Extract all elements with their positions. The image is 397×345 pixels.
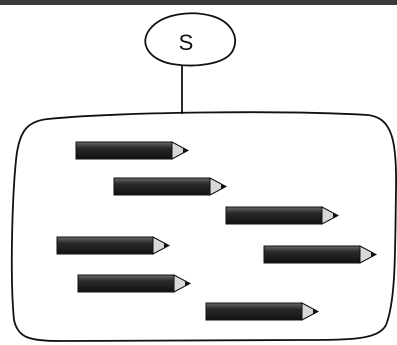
pencil-6	[78, 275, 190, 292]
pencil-body	[76, 142, 172, 159]
set-container	[12, 112, 396, 341]
pencil-1	[76, 142, 188, 159]
pencil-lead	[371, 252, 376, 258]
pencil-group	[57, 142, 376, 320]
pencil-lead	[183, 148, 188, 154]
set-label: S	[179, 30, 194, 55]
pencil-body	[78, 275, 174, 292]
pencil-body	[226, 207, 322, 224]
pencil-7	[206, 303, 318, 320]
pencil-2	[114, 178, 226, 195]
pencil-lead	[333, 213, 338, 219]
scan-edge	[0, 0, 397, 5]
pencil-3	[226, 207, 338, 224]
pencil-lead	[185, 281, 190, 287]
pencil-lead	[164, 243, 169, 249]
pencil-body	[264, 246, 360, 263]
pencil-4	[57, 237, 169, 254]
pencil-5	[264, 246, 376, 263]
pencil-body	[206, 303, 302, 320]
pencil-body	[57, 237, 153, 254]
pencil-body	[114, 178, 210, 195]
pencil-lead	[221, 184, 226, 190]
pencil-lead	[313, 309, 318, 315]
